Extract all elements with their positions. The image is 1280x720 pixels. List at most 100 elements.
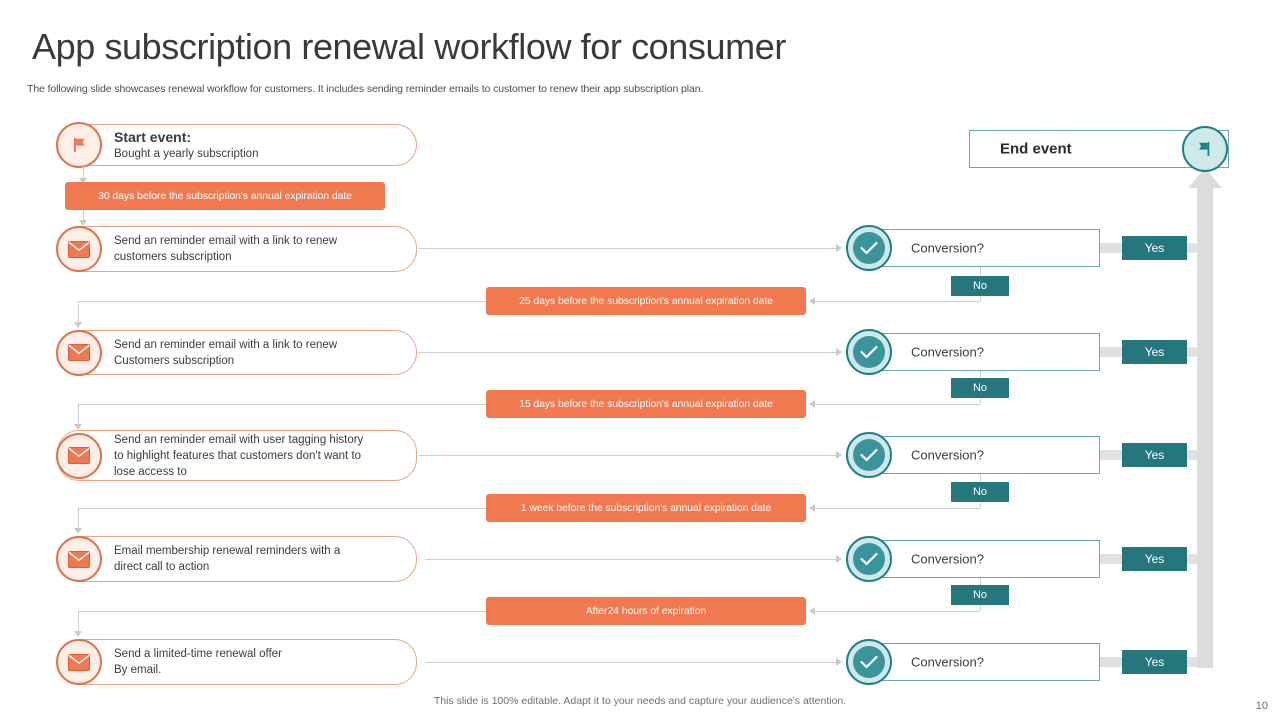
footer-note: This slide is 100% editable. Adapt it to…: [433, 695, 847, 707]
badge-yes-5-label: Yes: [1144, 655, 1165, 669]
connector-no2-to-timer3: [815, 404, 980, 405]
spine-connector: [1197, 186, 1213, 668]
decision-box-4[interactable]: Conversion?: [846, 536, 1100, 582]
connector-timer5-down: [78, 611, 79, 633]
connector-action5-to-decision5: [425, 662, 836, 663]
start-event-desc: Bought a yearly subscription: [114, 148, 259, 160]
connector-timer5-left: [78, 611, 486, 612]
connector-arrow-right: [836, 555, 842, 563]
decision-box-1[interactable]: Conversion?: [846, 225, 1100, 271]
connector-no4-down2: [980, 605, 981, 611]
action-line: lose access to: [114, 465, 187, 478]
check-icon: [846, 225, 892, 271]
connector-arrow-down: [74, 424, 82, 430]
check-icon: [846, 432, 892, 478]
ribbon-decision1-to-yes1: [1100, 243, 1122, 253]
action-box-3-text: Send an reminder email with user tagging…: [114, 432, 404, 480]
timer-bar-5-label: After24 hours of expiration: [585, 605, 707, 617]
decision-box-1-label: Conversion?: [911, 240, 984, 256]
badge-yes-2: Yes: [1122, 340, 1187, 364]
connector-arrow-down: [79, 178, 87, 184]
decision-box-4-label: Conversion?: [911, 551, 984, 567]
connector-arrow-right: [836, 658, 842, 666]
badge-yes-3-label: Yes: [1144, 448, 1165, 462]
badge-yes-5: Yes: [1122, 650, 1187, 674]
action-line: direct call to action: [114, 561, 210, 573]
action-line: to highlight features that customers don…: [114, 449, 362, 462]
mail-icon: [56, 329, 102, 376]
decision-box-5[interactable]: Conversion?: [846, 639, 1100, 685]
footer: This slide is 100% editable. Adapt it to…: [0, 690, 1280, 712]
connector-arrow-right: [836, 451, 842, 459]
decision-box-5-label: Conversion?: [911, 654, 984, 670]
badge-no-2: No: [951, 378, 1009, 398]
connector-timer2-left: [78, 301, 486, 302]
flag-icon: [1182, 126, 1228, 172]
action-box-5-text: Send a limited-time renewal offer By ema…: [114, 646, 404, 678]
start-event-box[interactable]: Start event: Bought a yearly subscriptio…: [56, 122, 417, 168]
action-line: Send an reminder email with user tagging…: [114, 433, 364, 446]
decision-box-3[interactable]: Conversion?: [846, 432, 1100, 478]
timer-bar-1: 30 days before the subscription's annual…: [65, 182, 385, 210]
connector-no2-down2: [980, 398, 981, 404]
badge-no-3-label: No: [972, 486, 988, 498]
action-box-4[interactable]: Email membership renewal reminders with …: [56, 536, 417, 582]
check-icon-inner: [853, 439, 885, 471]
badge-yes-3: Yes: [1122, 443, 1187, 467]
badge-yes-4: Yes: [1122, 547, 1187, 571]
check-icon-inner: [853, 646, 885, 678]
connector-arrow-down: [74, 322, 82, 328]
timer-bar-5: After24 hours of expiration: [486, 597, 806, 625]
timer-bar-4: 1 week before the subscription's annual …: [486, 494, 806, 522]
connector-action1-to-decision1: [418, 248, 836, 249]
action-box-2-text: Send an reminder email with a link to re…: [114, 337, 404, 369]
action-box-1-text: Send an reminder email with a link to re…: [114, 233, 404, 265]
badge-no-4-label: No: [972, 589, 988, 601]
page-number: 10: [1255, 700, 1268, 712]
connector-no2-down: [980, 371, 981, 378]
action-box-5[interactable]: Send a limited-time renewal offer By ema…: [56, 639, 417, 685]
ribbon-decision5-to-yes5: [1100, 657, 1122, 667]
ribbon-decision2-to-yes2: [1100, 347, 1122, 357]
badge-yes-4-label: Yes: [1144, 552, 1165, 566]
timer-bar-3-label: 15 days before the subscription's annual…: [519, 398, 773, 410]
connector-no1-down2: [980, 296, 981, 301]
timer-bar-2-label: 25 days before the subscription's annual…: [519, 295, 773, 307]
action-line: customers subscription: [114, 251, 232, 263]
action-line: By email.: [114, 664, 162, 676]
end-event-label: End event: [1000, 140, 1072, 158]
spine-arrow-head: [1188, 168, 1222, 188]
connector-no3-down: [980, 474, 981, 482]
mail-icon: [56, 432, 102, 479]
badge-yes-1-label: Yes: [1144, 241, 1165, 255]
connector-no1-to-timer2: [815, 301, 980, 302]
connector-arrow-down: [79, 220, 87, 226]
mail-icon: [56, 536, 102, 582]
connector-start-to-timer1: [83, 166, 84, 180]
connector-arrow-left: [809, 297, 815, 305]
start-event-text: Start event: Bought a yearly subscriptio…: [114, 128, 404, 162]
connector-arrow-left: [809, 400, 815, 408]
connector-action3-to-decision3: [418, 455, 836, 456]
flag-icon: [56, 122, 102, 168]
timer-bar-1-label: 30 days before the subscription's annual…: [98, 190, 352, 202]
action-box-1[interactable]: Send an reminder email with a link to re…: [56, 226, 417, 272]
badge-no-1: No: [951, 276, 1009, 296]
check-icon-inner: [853, 336, 885, 368]
check-icon-inner: [853, 543, 885, 575]
timer-bar-4-label: 1 week before the subscription's annual …: [520, 502, 772, 514]
action-box-3[interactable]: Send an reminder email with user tagging…: [56, 430, 417, 481]
connector-no3-down2: [980, 502, 981, 508]
decision-box-2[interactable]: Conversion?: [846, 329, 1100, 375]
badge-yes-2-label: Yes: [1144, 345, 1165, 359]
decision-box-2-label: Conversion?: [911, 344, 984, 360]
ribbon-decision3-to-yes3: [1100, 450, 1122, 460]
badge-yes-1: Yes: [1122, 236, 1187, 260]
connector-timer4-left: [78, 508, 486, 509]
action-box-4-text: Email membership renewal reminders with …: [114, 543, 404, 575]
badge-no-1-label: No: [972, 280, 988, 292]
action-line: Email membership renewal reminders with …: [114, 545, 341, 557]
action-box-2[interactable]: Send an reminder email with a link to re…: [56, 329, 417, 376]
connector-timer2-down: [78, 301, 79, 323]
